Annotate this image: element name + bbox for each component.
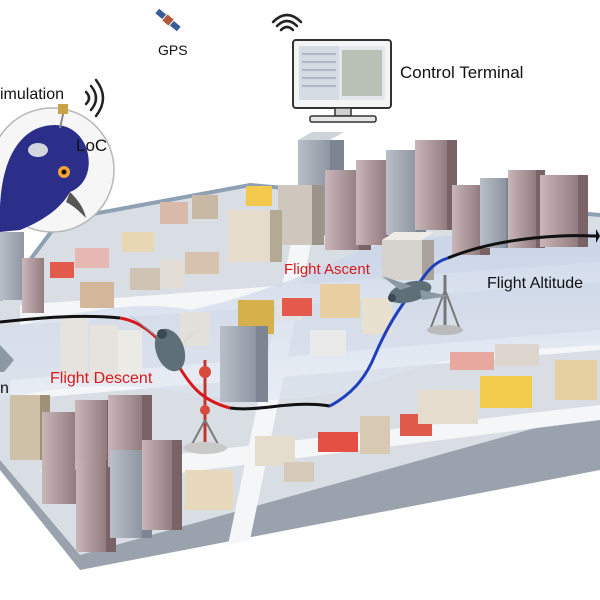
flight-ascent-label: Flight Ascent [284,261,370,278]
tower-building [142,440,182,530]
ascent-path [329,256,449,408]
gps-label: GPS [158,42,188,58]
houses-back [0,186,272,313]
flight-direction-arrow [596,229,600,243]
flight-descent-label: Flight Descent [50,370,153,387]
landmark-building [382,232,434,280]
houses-front [10,344,597,552]
level-flight-path-high [447,234,597,260]
desktop-computer-icon [292,39,392,123]
tower-building [415,140,457,230]
pigeon-head-inset [0,104,115,233]
stimulation-label: imulation [0,86,65,103]
houses-middle [60,284,392,402]
satellite-icon [155,8,181,32]
tower-building [278,185,324,245]
wifi-signal-icon [271,13,303,32]
flight-altitude-label: Flight Altitude [487,275,584,292]
radio-tower-icon [183,360,227,454]
skyline-back [228,132,588,262]
pigeon-bird-icon [382,276,450,304]
pigeon-bird-icon [0,345,14,372]
level-flight-path-left [0,314,121,324]
control-terminal-label: Control Terminal [400,63,524,82]
pigeon-bird-icon [128,314,205,372]
left-edge-label-fragment: n [0,380,9,397]
radio-tower-icon [427,275,463,335]
wifi-signal-icon [84,78,105,118]
tower-building [228,210,282,262]
loc-label: LoC [76,136,108,155]
level-flight-path-low [229,402,331,411]
